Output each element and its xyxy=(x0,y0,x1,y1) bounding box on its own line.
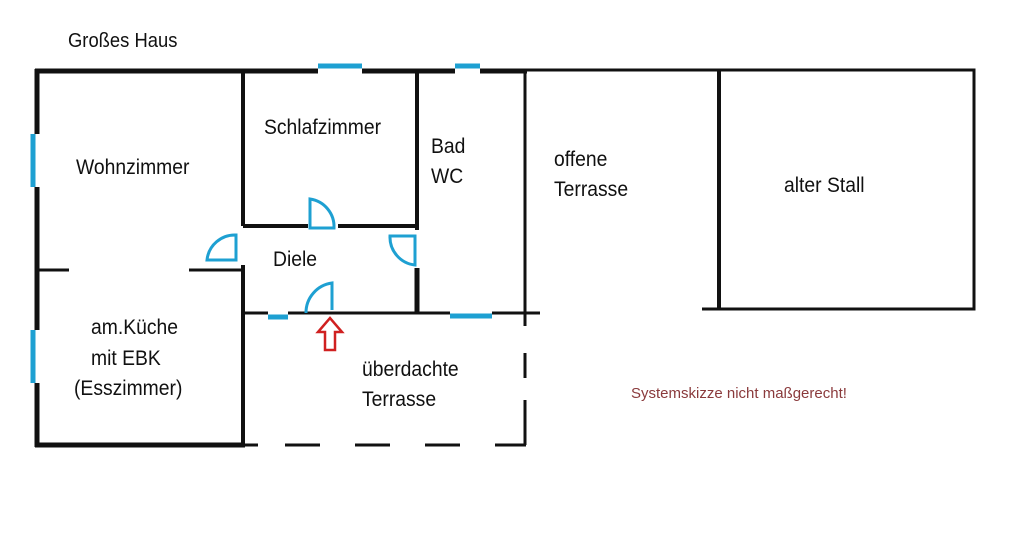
label-wc: WC xyxy=(431,165,464,188)
door-living xyxy=(205,233,238,262)
plan-title: Großes Haus xyxy=(68,30,178,52)
label-ebk: mit EBK xyxy=(91,347,161,370)
label-esszimmer: (Esszimmer) xyxy=(74,377,183,400)
entrance-arrow-icon xyxy=(315,316,345,352)
label-diele: Diele xyxy=(273,248,318,271)
label-offene-terrasse: Terrasse xyxy=(554,178,629,201)
door-bath xyxy=(388,234,417,267)
door-entrance xyxy=(304,281,334,314)
walls xyxy=(34,68,976,448)
label-offene: offene xyxy=(554,148,608,171)
scale-disclaimer: Systemskizze nicht maßgerecht! xyxy=(631,385,847,402)
door-bedroom xyxy=(308,197,336,230)
doors xyxy=(205,197,417,314)
label-kueche: am.Küche xyxy=(91,316,178,339)
dashed-covered-terrace xyxy=(245,353,527,447)
label-ueberdachte-terrasse: Terrasse xyxy=(362,388,437,411)
windows xyxy=(30,63,492,383)
label-stall: alter Stall xyxy=(784,174,865,197)
label-bad: Bad xyxy=(431,135,466,158)
label-wohnzimmer: Wohnzimmer xyxy=(76,156,190,179)
label-schlafzimmer: Schlafzimmer xyxy=(264,116,382,139)
label-ueberdachte: überdachte xyxy=(362,358,459,381)
